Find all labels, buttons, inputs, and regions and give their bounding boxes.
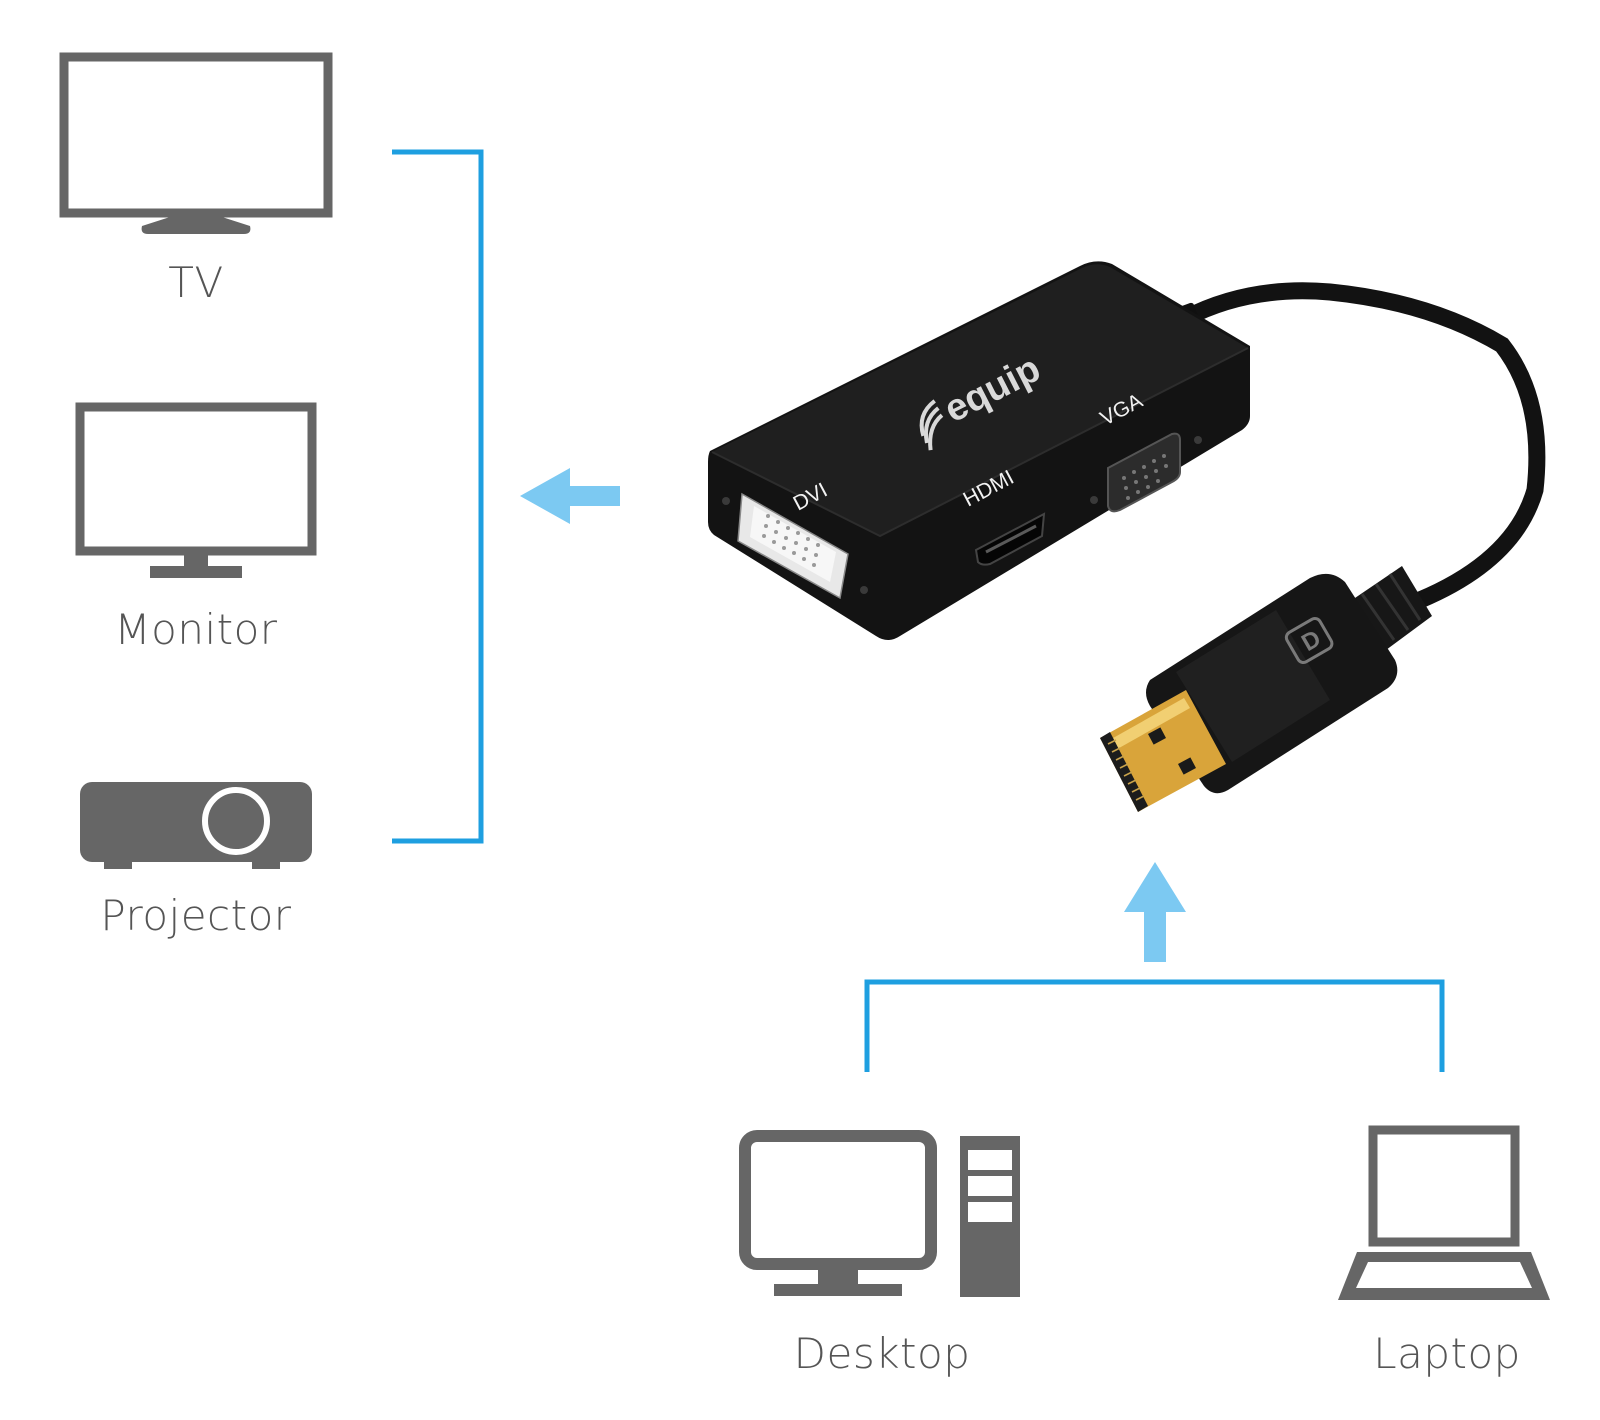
adapter-body [708,261,1250,640]
hdmi-port-icon [974,512,1046,566]
desktop-icon [739,1130,1020,1297]
projector-label: Projector [100,891,291,940]
tv-label: TV [168,258,223,307]
arrow-up-icon [1124,862,1186,962]
tv-icon [59,52,333,234]
vga-port-icon [1090,432,1202,513]
adapter-cable [1177,282,1546,609]
monitor-label: Monitor [114,605,277,654]
projector-icon [80,782,312,869]
output-bracket [392,149,484,844]
displayport-plug: D [1100,566,1432,812]
input-bracket [864,979,1445,1072]
laptop-label: Laptop [1373,1329,1521,1378]
dvi-port-icon [722,492,868,600]
laptop-icon [1338,1125,1550,1300]
arrow-left-icon [520,468,620,524]
desktop-label: Desktop [794,1329,971,1378]
monitor-icon [75,402,317,578]
